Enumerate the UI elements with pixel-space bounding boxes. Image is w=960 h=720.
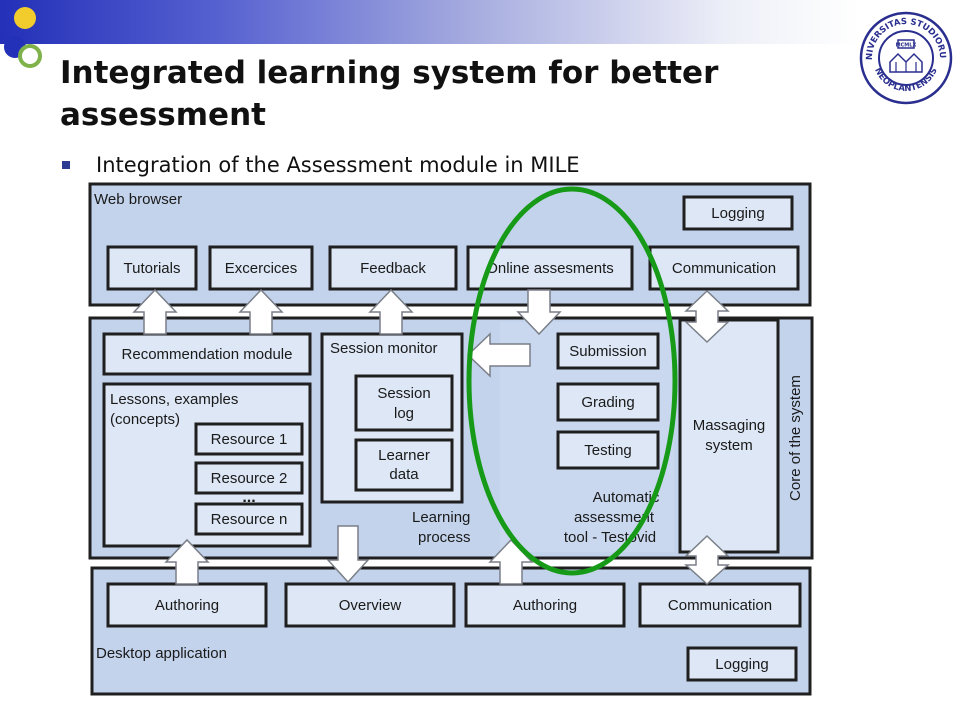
- resource-ellipsis: ...: [242, 489, 255, 506]
- testing-box: Testing: [556, 430, 660, 470]
- lessons-box: Lessons, examples (concepts) Resource 1 …: [102, 382, 312, 548]
- resource-n-box: Resource n: [194, 502, 304, 536]
- bullet-item: Integration of the Assessment module in …: [62, 150, 580, 180]
- arrow-bidirectional-communication-bottom: [684, 534, 730, 586]
- auto-tool-label-line3: tool - Testovid: [564, 529, 656, 546]
- learning-process-label-line2: process: [418, 529, 471, 546]
- auto-tool-label-line2: assessment: [574, 509, 655, 526]
- assessment-tool-area: Submission Grading Testing Automatic ass…: [500, 322, 674, 552]
- feedback-label: Feedback: [360, 260, 426, 277]
- overview-label: Overview: [339, 597, 402, 614]
- auto-tool-label-line1: Automatic: [593, 489, 660, 506]
- web-browser-label: Web browser: [94, 191, 182, 208]
- communication-top-box: Communication: [648, 245, 800, 291]
- excercices-box: Excercices: [208, 245, 314, 291]
- session-log-label-line2: log: [394, 405, 414, 422]
- university-seal-logo: UNIVERSITAS STUDIORUM NEOPLANTENSIS MCML…: [858, 10, 953, 105]
- bullet-text: Integration of the Assessment module in …: [96, 153, 580, 177]
- recommendation-module-box: Recommendation module: [102, 332, 312, 376]
- resource-1-box: Resource 1: [194, 422, 304, 456]
- resource-2-box: Resource 2: [194, 461, 304, 495]
- highlight-ellipse: [466, 186, 678, 576]
- session-log-label-line1: Session: [377, 385, 430, 402]
- resource-2-label: Resource 2: [211, 470, 288, 487]
- web-logging-label: Logging: [711, 205, 764, 222]
- seal-center-text: MCMLX: [896, 43, 917, 49]
- testing-label: Testing: [584, 442, 632, 459]
- arrow-up-tutorials: [132, 288, 178, 335]
- web-browser-panel: Web browser Logging Tutorials Excercices…: [88, 182, 812, 307]
- lessons-label-line2: (concepts): [110, 411, 180, 428]
- submission-label: Submission: [569, 343, 647, 360]
- desktop-application-panel: Authoring Overview Authoring Communicati…: [90, 566, 812, 696]
- resource-1-label: Resource 1: [211, 431, 288, 448]
- session-log-box: Session log: [354, 374, 454, 432]
- online-assessments-box: Online assesments: [466, 245, 634, 291]
- desktop-application-label: Desktop application: [96, 645, 227, 662]
- communication-bottom-box: Communication: [638, 582, 802, 628]
- resource-n-label: Resource n: [211, 511, 288, 528]
- massaging-system-label-line2: system: [705, 437, 753, 454]
- web-logging-box: Logging: [682, 195, 794, 231]
- core-of-system-label: Core of the system: [787, 375, 804, 501]
- tutorials-box: Tutorials: [106, 245, 198, 291]
- core-panel: Recommendation module Lessons, examples …: [88, 316, 814, 560]
- green-ring-decoration: [18, 44, 42, 68]
- grading-box: Grading: [556, 382, 660, 422]
- lessons-label-line1: Lessons, examples: [110, 391, 238, 408]
- learning-process-label-line1: Learning: [412, 509, 470, 526]
- online-assessments-label: Online assesments: [486, 260, 614, 277]
- arrow-down-online-assessments: [516, 289, 562, 336]
- authoring-left-box: Authoring: [106, 582, 268, 628]
- arrow-left-session-monitor: [466, 332, 531, 378]
- authoring-left-label: Authoring: [155, 597, 219, 614]
- arrow-up-excercices: [238, 288, 284, 335]
- communication-bottom-label: Communication: [668, 597, 772, 614]
- session-monitor-box: Session monitor Session log Learner data: [320, 332, 464, 504]
- slide-title-line1: Integrated learning system for better: [60, 55, 719, 91]
- grading-label: Grading: [581, 394, 634, 411]
- learner-data-label-line1: Learner: [378, 447, 430, 464]
- desktop-logging-label: Logging: [715, 656, 768, 673]
- excercices-label: Excercices: [225, 260, 298, 277]
- learner-data-label-line2: data: [389, 466, 419, 483]
- authoring-right-label: Authoring: [513, 597, 577, 614]
- arrow-up-authoring-left: [164, 538, 210, 585]
- massaging-system-label-line1: Massaging: [693, 417, 766, 434]
- submission-box: Submission: [556, 332, 660, 370]
- communication-top-label: Communication: [672, 260, 776, 277]
- feedback-box: Feedback: [328, 245, 458, 291]
- desktop-logging-box: Logging: [686, 646, 798, 682]
- learner-data-box: Learner data: [354, 438, 454, 492]
- authoring-right-box: Authoring: [464, 582, 626, 628]
- arrow-down-overview: [326, 525, 370, 584]
- header-gradient-bar: [0, 0, 860, 44]
- tutorials-label: Tutorials: [124, 260, 181, 277]
- square-bullet-icon: [62, 161, 70, 169]
- massaging-system-box: Massaging system: [678, 318, 780, 554]
- arrow-bidirectional-communication-top: [684, 289, 730, 344]
- slide-title-line2: assessment: [60, 97, 266, 133]
- yellow-dot-decoration: [14, 7, 36, 29]
- recommendation-module-label: Recommendation module: [122, 346, 293, 363]
- arrow-up-feedback: [368, 288, 414, 335]
- slide-title: Integrated learning system for better as…: [60, 52, 820, 136]
- session-monitor-label: Session monitor: [330, 340, 438, 357]
- overview-box: Overview: [284, 582, 456, 628]
